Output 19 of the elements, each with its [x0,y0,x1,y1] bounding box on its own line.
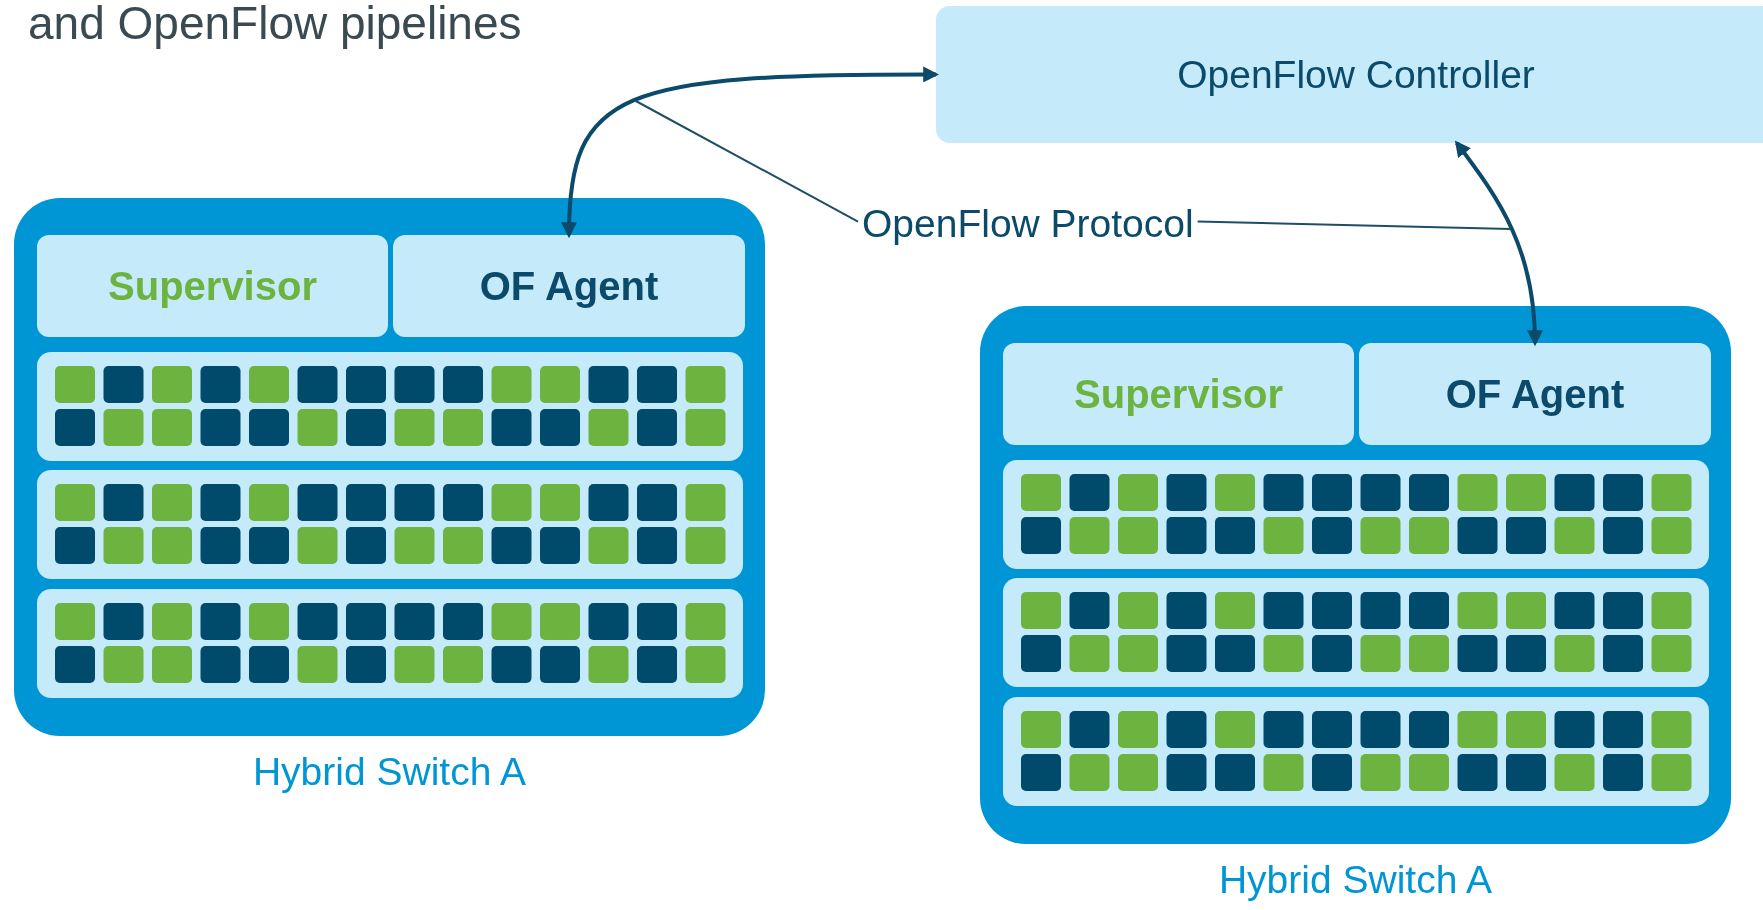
port-row-panel [1003,578,1709,687]
leader-line [633,99,859,223]
switch-label: Hybrid Switch A [251,750,528,794]
module-box: Supervisor [37,235,388,337]
double-headed-arrow [561,66,940,239]
port-row-panel [37,589,743,698]
protocol-label: OpenFlow Protocol [858,200,1198,248]
title: and OpenFlow pipelines [28,0,522,50]
module-box: Supervisor [1003,343,1354,445]
controller-box: OpenFlow Controller [936,6,1763,143]
port-row-panel [1003,697,1709,806]
leader-line [1196,220,1512,230]
module-box: OF Agent [1359,343,1711,445]
port-row-panel [37,352,743,461]
port-row-panel [37,470,743,579]
double-headed-arrow [1454,140,1543,347]
switch-label: Hybrid Switch A [1217,858,1494,902]
port-row-panel [1003,460,1709,569]
module-box: OF Agent [393,235,745,337]
